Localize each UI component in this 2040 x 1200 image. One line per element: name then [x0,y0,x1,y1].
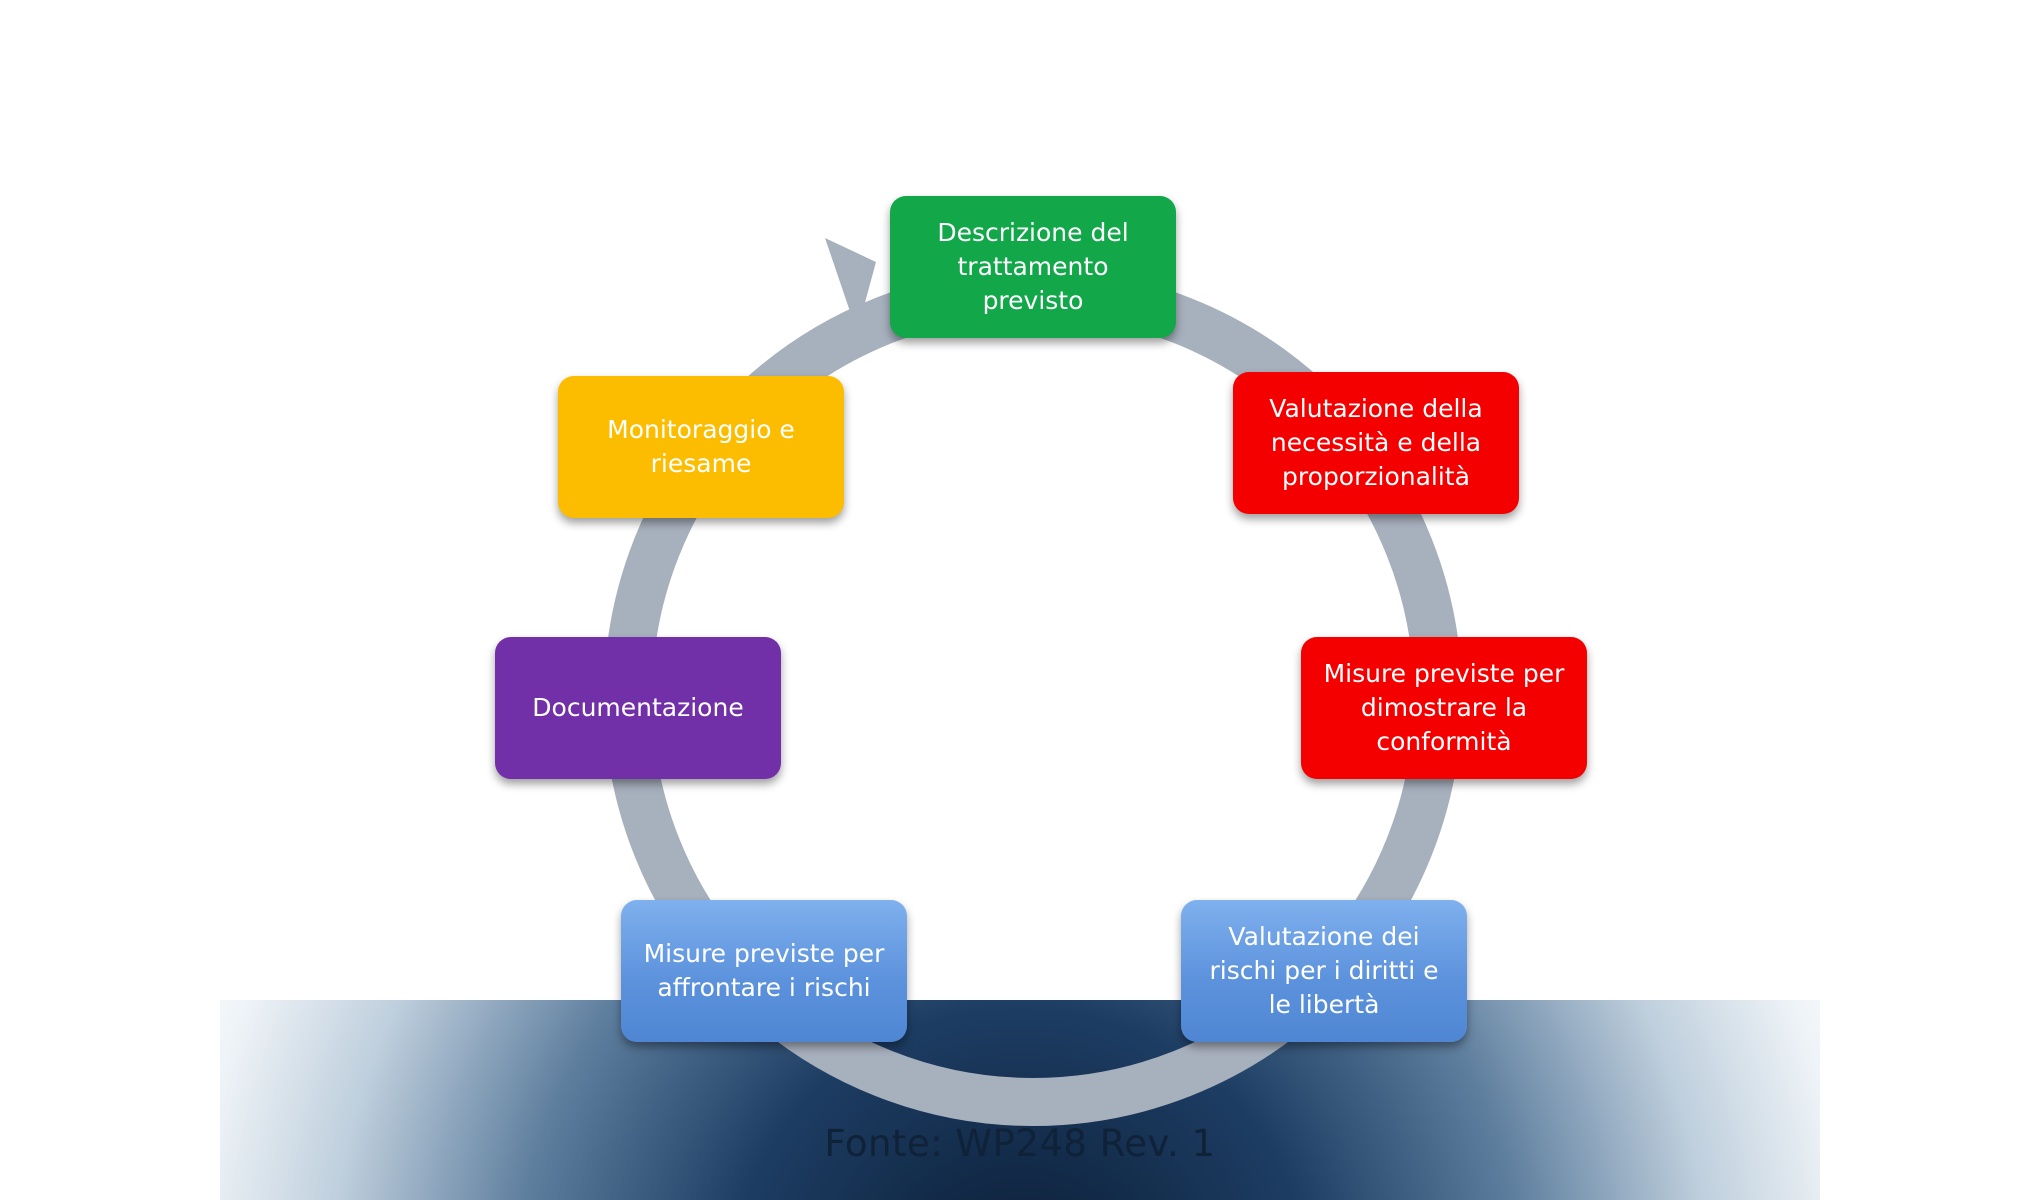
step-misure-rischi: Misure previste per affrontare i rischi [621,900,907,1042]
step-valutazione-rischi: Valutazione dei rischi per i diritti e l… [1181,900,1467,1042]
step-descrizione-trattamento: Descrizione del trattamento previsto [890,196,1176,338]
source-note: Fonte: WP248 Rev. 1 [824,1122,1216,1165]
cycle-arrow-head [825,238,876,332]
step-monitoraggio: Monitoraggio e riesame [558,376,844,518]
step-misure-conformita: Misure previste per dimostrare la confor… [1301,637,1587,779]
step-documentazione: Documentazione [495,637,781,779]
step-valutazione-necessita: Valutazione della necessità e della prop… [1233,372,1519,514]
